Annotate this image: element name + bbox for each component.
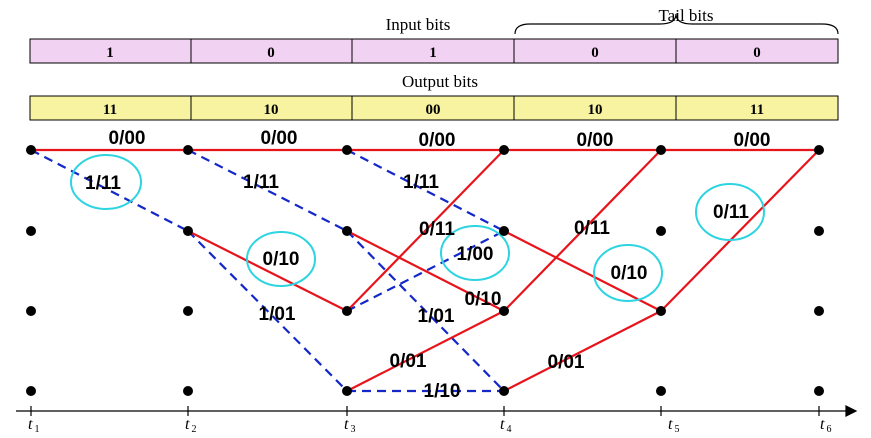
transition-edge bbox=[346, 230, 505, 392]
dashed-transitions bbox=[30, 149, 505, 393]
transition-edge bbox=[187, 230, 348, 312]
output-bit-cell bbox=[513, 95, 677, 121]
tail-bits-brace bbox=[514, 13, 839, 35]
state-node bbox=[183, 145, 193, 155]
transition-edge bbox=[187, 230, 348, 392]
transition-edge bbox=[503, 230, 662, 312]
output-bit-value: 00 bbox=[426, 102, 441, 118]
state-node bbox=[26, 306, 36, 316]
state-node bbox=[656, 145, 666, 155]
state-node bbox=[342, 145, 352, 155]
input-bit-cell bbox=[675, 38, 839, 64]
edge-label: 1/11 bbox=[85, 173, 121, 194]
edge-label: 0/01 bbox=[548, 352, 585, 373]
state-node bbox=[499, 226, 509, 236]
input-bit-value: 0 bbox=[267, 45, 275, 61]
output-bit-cell bbox=[675, 95, 839, 121]
path-highlight-circle bbox=[70, 154, 142, 210]
tail-bits-title: Tail bits bbox=[658, 6, 713, 25]
edge-label: 0/10 bbox=[611, 263, 648, 284]
state-node bbox=[814, 145, 824, 155]
time-axis bbox=[16, 405, 858, 417]
state-node bbox=[342, 306, 352, 316]
edge-label: 0/01 bbox=[390, 351, 427, 372]
edge-label: 0/00 bbox=[109, 128, 146, 149]
state-node bbox=[814, 306, 824, 316]
output-bit-value: 10 bbox=[264, 102, 279, 118]
output-bits-row: 11 10 00 10 11 bbox=[29, 95, 839, 121]
output-bits-title: Output bits bbox=[402, 72, 478, 91]
transition-edge bbox=[346, 230, 505, 312]
state-node bbox=[183, 306, 193, 316]
input-bit-cell bbox=[190, 38, 353, 64]
input-bit-value: 1 bbox=[106, 45, 114, 61]
state-node bbox=[499, 386, 509, 396]
transition-edge bbox=[660, 149, 820, 312]
edge-label: 0/00 bbox=[261, 128, 298, 149]
edge-label: 1/00 bbox=[457, 244, 494, 265]
state-node bbox=[656, 306, 666, 316]
transition-edge bbox=[503, 149, 662, 312]
state-node bbox=[26, 226, 36, 236]
state-node bbox=[183, 226, 193, 236]
state-node bbox=[342, 226, 352, 236]
input-bits-row: 1 0 1 0 0 bbox=[29, 38, 839, 64]
path-highlight-circle bbox=[440, 225, 510, 281]
transition-edge bbox=[346, 149, 505, 312]
output-bit-value: 11 bbox=[750, 102, 764, 118]
edge-label: 1/11 bbox=[403, 172, 439, 193]
path-highlight-circle bbox=[246, 231, 316, 287]
transition-edge bbox=[503, 310, 662, 392]
highlight-circles bbox=[70, 154, 765, 302]
solid-transitions bbox=[31, 148, 820, 392]
state-node bbox=[814, 386, 824, 396]
input-bit-value: 0 bbox=[591, 45, 599, 61]
state-node bbox=[26, 386, 36, 396]
output-bit-value: 10 bbox=[588, 102, 603, 118]
state-node bbox=[499, 145, 509, 155]
edge-label: 1/11 bbox=[243, 172, 279, 193]
edge-label: 1/01 bbox=[418, 306, 455, 327]
state-node bbox=[656, 386, 666, 396]
edge-label: 0/10 bbox=[465, 289, 502, 310]
edge-label: 0/10 bbox=[263, 249, 300, 270]
state-node bbox=[814, 226, 824, 236]
state-node bbox=[499, 306, 509, 316]
edge-label: 1/01 bbox=[259, 304, 296, 325]
input-bit-value: 1 bbox=[429, 45, 437, 61]
output-bit-cell bbox=[29, 95, 192, 121]
state-node bbox=[183, 386, 193, 396]
edge-label: 0/00 bbox=[577, 130, 614, 151]
path-highlight-circle bbox=[593, 244, 663, 302]
state-node bbox=[26, 145, 36, 155]
edge-label: 0/11 bbox=[419, 219, 455, 240]
edge-label: 1/10 bbox=[424, 381, 461, 402]
input-bit-cell bbox=[351, 38, 515, 64]
edge-label: 0/00 bbox=[734, 130, 771, 151]
edge-label: 0/00 bbox=[419, 130, 456, 151]
input-bits-title: Input bits bbox=[386, 15, 451, 34]
input-bit-value: 0 bbox=[753, 45, 761, 61]
edge-label: 0/11 bbox=[574, 218, 610, 239]
state-node bbox=[342, 386, 352, 396]
time-axis-arrow bbox=[845, 405, 858, 417]
edge-label: 0/11 bbox=[713, 202, 749, 223]
transition-edge bbox=[346, 310, 505, 392]
output-bit-value: 11 bbox=[103, 102, 117, 118]
path-highlight-circle bbox=[695, 183, 765, 241]
state-node bbox=[656, 226, 666, 236]
edge-labels: 0/00 0/00 0/00 0/00 0/00 1/11 1/11 1/11 … bbox=[85, 128, 770, 402]
state-nodes bbox=[26, 145, 824, 396]
